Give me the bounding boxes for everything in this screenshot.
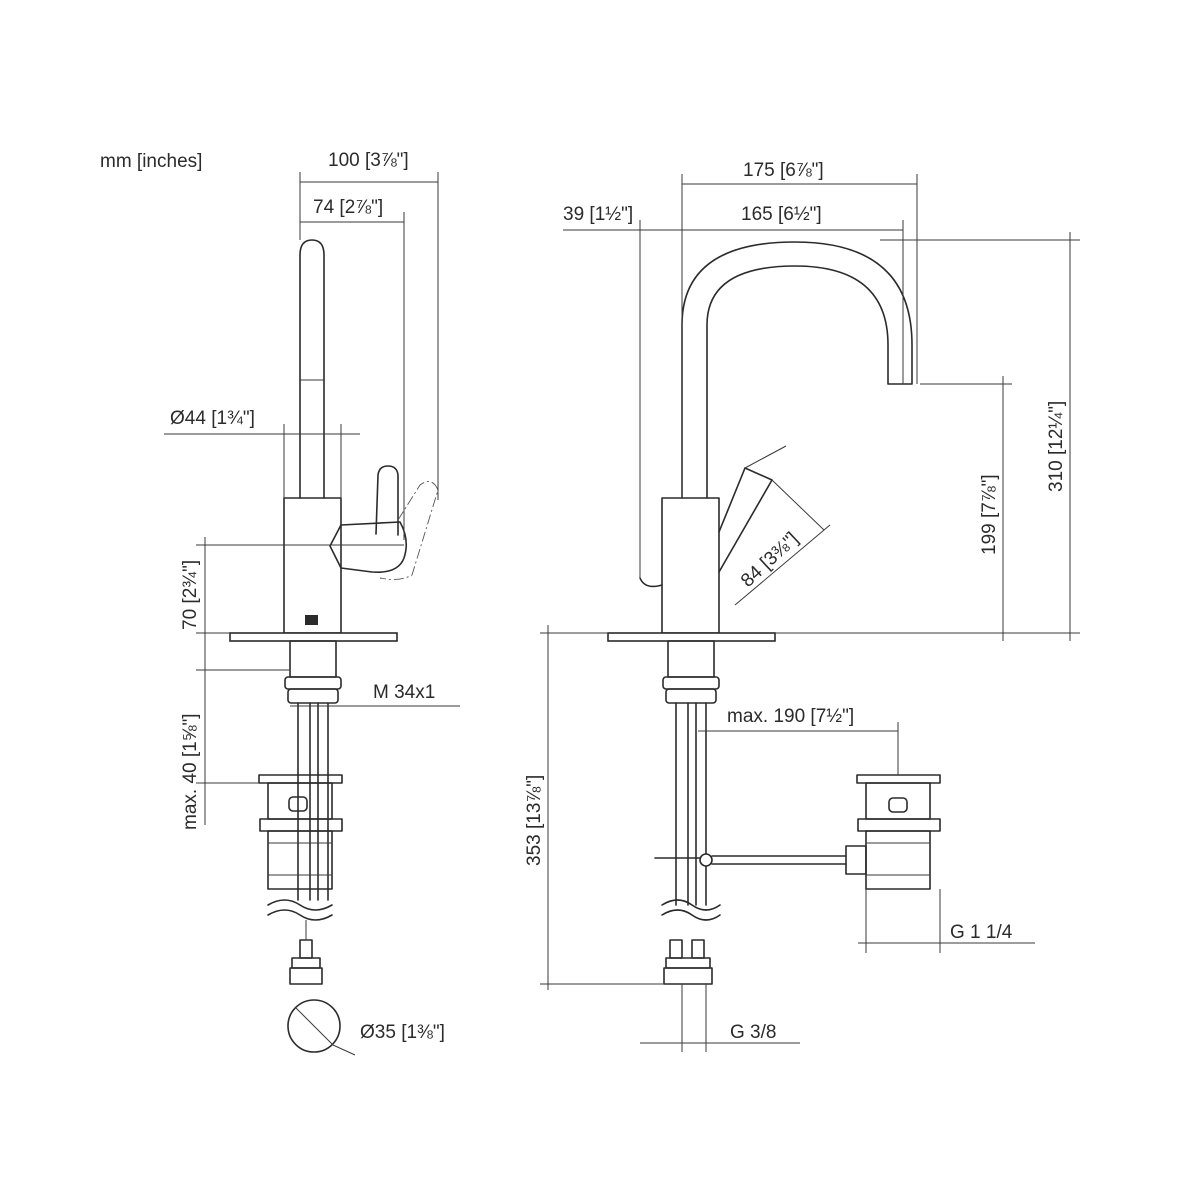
dim-waste-thread: G 1 1/4	[950, 922, 1013, 943]
dim-diameter-body: Ø44 [1¾"]	[170, 408, 255, 429]
dim-total-height: 310 [12¼"]	[1046, 401, 1067, 492]
dim-diameter-hole: Ø35 [1⅜"]	[360, 1022, 445, 1043]
dim-spout-reach: 165 [6½"]	[741, 204, 822, 225]
deck-plate	[229, 632, 398, 642]
units-label: mm [inches]	[100, 151, 202, 172]
dim-waste-reach: max. 190 [7½"]	[727, 706, 854, 727]
dim-max-thickness: max. 40 [1⅝"]	[180, 713, 201, 830]
front-waste-cap	[856, 774, 941, 784]
lever-handle	[375, 465, 399, 536]
mounting-hole	[287, 999, 341, 1053]
dim-handle-length: 84 [3⅜"]	[737, 528, 803, 591]
front-lever	[718, 467, 773, 573]
side-view-dimensions	[164, 172, 460, 825]
front-view-dimensions	[540, 174, 1080, 1052]
dim-spout-total: 175 [6⅞"]	[743, 160, 824, 181]
spout-arc	[681, 241, 913, 499]
waste-cap	[258, 774, 343, 784]
spout-rod	[299, 239, 325, 499]
front-deck-plate	[607, 632, 776, 642]
dim-handle-offset: 39 [1½"]	[563, 204, 633, 225]
front-faucet-body	[661, 497, 720, 634]
side-view-faucet	[229, 239, 439, 1056]
dim-spout-height: 199 [7⅞"]	[979, 474, 1000, 555]
dim-height-body: 70 [2¾"]	[180, 560, 201, 630]
dim-below-deck: 353 [13⅞"]	[524, 775, 545, 866]
dim-supply-thread: G 3/8	[730, 1022, 776, 1043]
dim-width-total: 100 [3⅞"]	[328, 150, 409, 171]
faucet-body	[283, 497, 342, 634]
dim-thread: M 34x1	[373, 682, 435, 703]
front-view-faucet	[607, 241, 941, 985]
dim-width-handle: 74 [2⅞"]	[313, 197, 383, 218]
